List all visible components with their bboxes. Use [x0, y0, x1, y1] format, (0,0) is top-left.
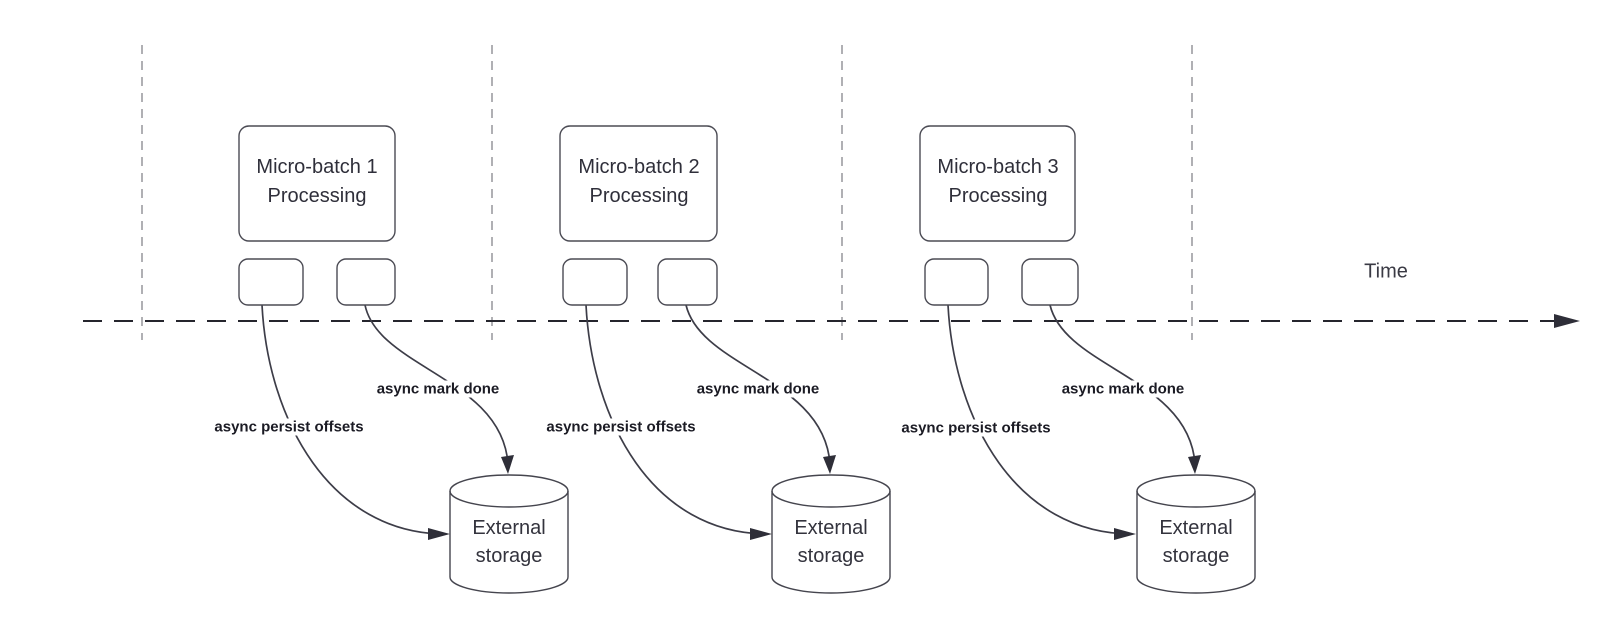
external-storage-label-1-line2: storage	[475, 545, 543, 567]
mark-done-node-3	[1021, 258, 1079, 306]
persist-offsets-arrow-3	[947, 304, 1133, 535]
external-storage-cylinder-2-top-arc	[771, 490, 891, 508]
external-storage-label-2-line1: External	[794, 517, 868, 539]
persist-offsets-arrow-2	[585, 304, 769, 535]
persist-offsets-label-2: async persist offsets	[543, 418, 699, 436]
micro-batch-2-box	[559, 125, 718, 242]
external-storage-label-2-line2: storage	[797, 545, 865, 567]
persist-offsets-arrowhead-1-icon	[428, 528, 450, 540]
time-axis-label: Time	[1364, 260, 1408, 283]
external-storage-label-3-line2: storage	[1162, 545, 1230, 567]
external-storage-label-1: External storage	[472, 514, 545, 570]
external-storage-label-3-line1: External	[1159, 517, 1233, 539]
mark-done-arrow-3	[1049, 304, 1196, 465]
micro-batch-3-label-line1: Micro-batch 3	[937, 156, 1059, 178]
mark-done-label-3: async mark done	[1058, 380, 1188, 398]
time-axis-arrowhead-icon	[1554, 314, 1580, 328]
persist-offsets-node-3	[924, 258, 989, 306]
micro-batch-1-box	[238, 125, 396, 242]
external-storage-label-3: External storage	[1159, 514, 1232, 570]
micro-batch-2-label: Micro-batch 2 Processing	[578, 153, 699, 211]
micro-batch-3-box	[919, 125, 1076, 242]
persist-offsets-node-1	[238, 258, 304, 306]
persist-offsets-arrowhead-3-icon	[1114, 528, 1136, 540]
micro-batch-3-label: Micro-batch 3 Processing	[937, 153, 1058, 211]
persist-offsets-node-2	[562, 258, 628, 306]
mark-done-arrow-2	[685, 304, 831, 465]
micro-batch-2-label-line2: Processing	[589, 185, 689, 207]
mark-done-label-2: async mark done	[693, 380, 823, 398]
external-storage-label-1-line1: External	[472, 517, 546, 539]
mark-done-arrowhead-2-icon	[823, 455, 836, 474]
micro-batch-1-label-line1: Micro-batch 1	[256, 156, 378, 178]
mark-done-node-2	[657, 258, 718, 306]
external-storage-cylinder-1-top-arc	[449, 490, 569, 508]
mark-done-label-1: async mark done	[373, 380, 503, 398]
external-storage-label-2: External storage	[794, 514, 867, 570]
micro-batch-1-label-line2: Processing	[267, 185, 367, 207]
persist-offsets-label-3: async persist offsets	[898, 419, 1054, 437]
mark-done-arrowhead-1-icon	[501, 455, 514, 474]
micro-batch-3-label-line2: Processing	[948, 185, 1048, 207]
persist-offsets-arrow-1	[261, 304, 447, 535]
micro-batch-1-label: Micro-batch 1 Processing	[256, 153, 377, 211]
micro-batch-2-label-line1: Micro-batch 2	[578, 156, 700, 178]
mark-done-arrow-1	[364, 304, 509, 465]
mark-done-arrowhead-3-icon	[1188, 455, 1201, 474]
external-storage-cylinder-3-top-arc	[1136, 490, 1256, 508]
mark-done-node-1	[336, 258, 396, 306]
persist-offsets-label-1: async persist offsets	[211, 418, 367, 436]
persist-offsets-arrowhead-2-icon	[750, 528, 772, 540]
